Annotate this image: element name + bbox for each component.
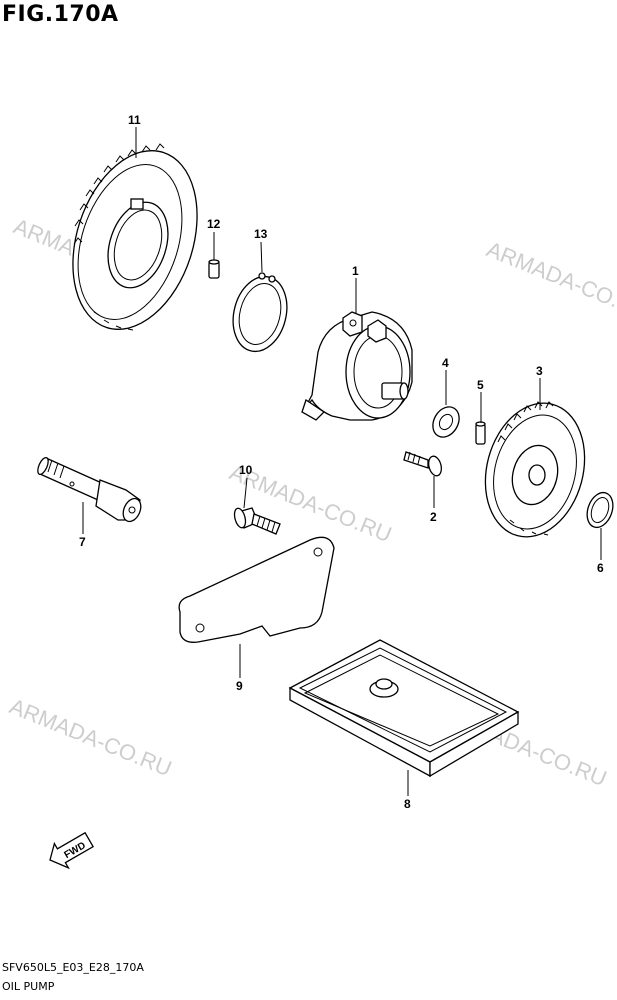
leader-lines bbox=[82, 127, 602, 796]
part-2-screw bbox=[403, 451, 442, 477]
callout-7: 7 bbox=[79, 535, 86, 549]
callout-6: 6 bbox=[597, 561, 604, 575]
watermark-2: ARMADA-CO.RU bbox=[483, 236, 617, 324]
part-7-fitting bbox=[37, 456, 142, 523]
part-6-circlip bbox=[586, 491, 614, 529]
callout-2: 2 bbox=[430, 510, 437, 524]
part-3-gear bbox=[484, 401, 586, 538]
callout-8: 8 bbox=[404, 797, 411, 811]
callout-11: 11 bbox=[128, 113, 141, 127]
callout-1: 1 bbox=[352, 264, 359, 278]
callout-13: 13 bbox=[254, 227, 268, 241]
figure-title: FIG.170A bbox=[2, 2, 119, 27]
fwd-arrow: FWD bbox=[49, 831, 94, 870]
callouts: 11 12 13 1 4 5 3 2 6 7 10 9 8 bbox=[79, 113, 604, 811]
part-5-pin bbox=[475, 421, 486, 445]
part-4-washer bbox=[432, 406, 460, 438]
part-10-bolt bbox=[233, 507, 281, 535]
callout-12: 12 bbox=[207, 217, 221, 231]
figure-code: SFV650L5_E03_E28_170A bbox=[2, 961, 144, 974]
callout-4: 4 bbox=[442, 356, 449, 370]
watermark-4: ARMADA-CO.RU bbox=[6, 693, 175, 781]
callout-9: 9 bbox=[236, 679, 243, 693]
part-13-circlip bbox=[232, 272, 288, 353]
part-9-bracket bbox=[178, 536, 335, 643]
part-8-strainer bbox=[288, 639, 520, 778]
figure-name: OIL PUMP bbox=[2, 980, 55, 993]
callout-10: 10 bbox=[239, 463, 253, 477]
callout-5: 5 bbox=[477, 378, 484, 392]
callout-3: 3 bbox=[536, 364, 543, 378]
part-12-pin bbox=[208, 259, 220, 279]
part-1-oil-pump bbox=[301, 311, 413, 421]
part-11-gear bbox=[72, 143, 198, 331]
